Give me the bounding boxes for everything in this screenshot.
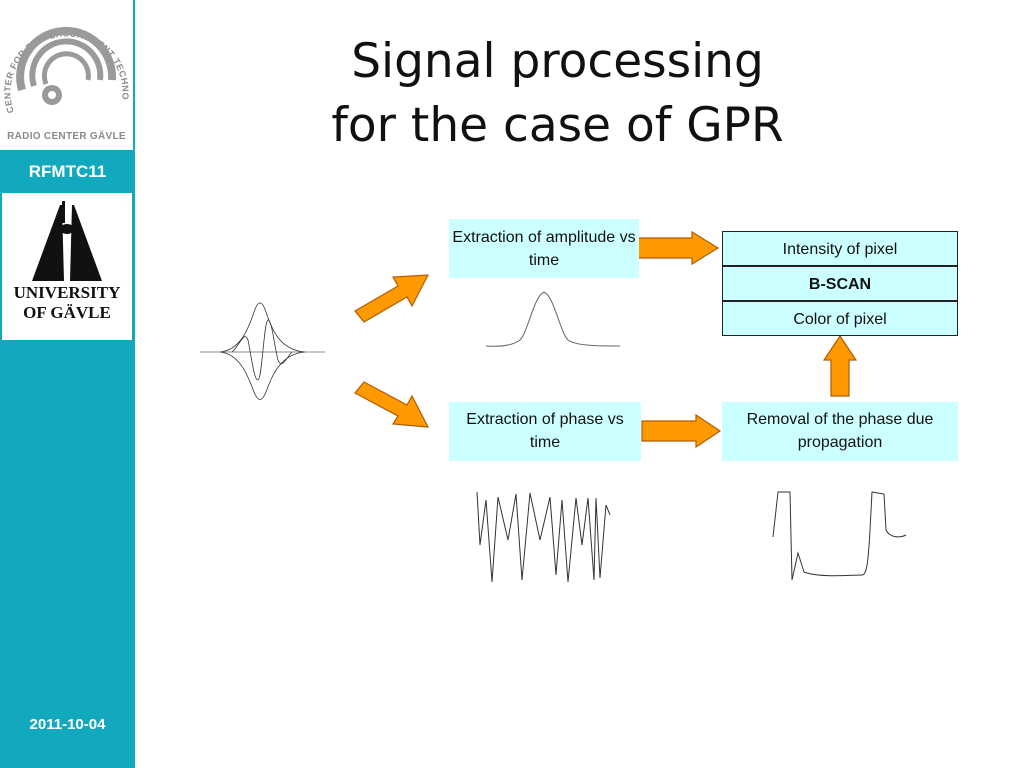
phase-sawtooth-waveform (476, 491, 611, 583)
radio-center-logo-graphic: CENTER FOR RF MEASUREMENT TECHNOLOGY (0, 0, 130, 114)
arrow-to-phase (354, 381, 430, 428)
arrow-amplitude-to-intensity (637, 230, 720, 266)
arrow-phase-to-removal (641, 413, 722, 449)
university-name-line1: UNIVERSITY (13, 283, 121, 302)
amplitude-envelope-waveform (485, 291, 621, 347)
bscan-box: B-SCAN (722, 266, 958, 301)
phase-extraction-box: Extraction of phase vs time (449, 402, 641, 461)
phase-removal-box: Removal of the phase due propagation (722, 402, 958, 461)
university-logo: UNIVERSITY OF GÄVLE (2, 193, 132, 340)
amplitude-extraction-box: Extraction of amplitude vs time (449, 219, 639, 278)
university-name-line2: OF GÄVLE (23, 303, 111, 322)
conference-label: RFMTC11 (28, 162, 107, 181)
color-pixel-box: Color of pixel (722, 301, 958, 336)
compensated-phase-waveform (772, 491, 907, 581)
title-line-1: Signal processing (351, 34, 764, 89)
logo-bottom-text: RADIO CENTER GÄVLE (7, 131, 126, 142)
title-line-2: for the case of GPR (331, 98, 784, 153)
slide-title: Signal processing for the case of GPR (150, 30, 965, 158)
arrows (354, 230, 858, 449)
university-emblem (32, 201, 102, 281)
arrow-removal-to-color (822, 334, 858, 397)
radio-center-logo: CENTER FOR RF MEASUREMENT TECHNOLOGY RAD… (0, 0, 133, 150)
gpr-pulse-waveform (200, 302, 325, 400)
intensity-pixel-box: Intensity of pixel (722, 231, 958, 266)
arrow-to-amplitude (354, 274, 430, 323)
slide-date: 2011-10-04 (29, 716, 106, 733)
